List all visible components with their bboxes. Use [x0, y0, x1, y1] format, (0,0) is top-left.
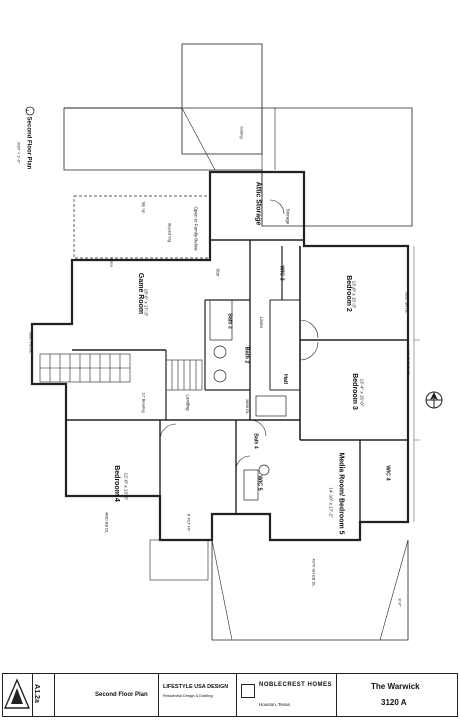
bedroom-2-size: 13'-0" x 15'-3" [351, 280, 357, 309]
designer-cell: LIFESTYLE USA DESIGN Residential Design … [159, 674, 237, 716]
sheet-label: Second Floor Plan [95, 692, 148, 698]
room-attic-storage: Attic Storage [254, 181, 262, 226]
room-bath-4: Bath 4 [252, 433, 259, 449]
plan-scale: 3/16" = 1'-0" [16, 141, 22, 164]
room-bedroom-3: Bedroom 3 [350, 373, 358, 410]
plan-title: Second Floor Plan [25, 116, 32, 170]
note-3050-a: 3050 SH DL [404, 291, 410, 314]
roof-outline-top [181, 43, 263, 155]
room-wic-5: WIC 5 [256, 475, 263, 491]
arrow-dim-label: 8'-0" [397, 598, 403, 607]
designer-sub: Residential Design & Drafting [163, 694, 213, 698]
open-to-below: Open to Family Below [193, 206, 199, 251]
open-below-outline [73, 195, 211, 259]
floor-plan [25, 43, 443, 641]
designer-name: LIFESTYLE USA DESIGN [163, 684, 229, 690]
firm-logo-icon [3, 678, 31, 709]
note-bearing: 12' Bearing [141, 392, 147, 413]
builder-cell: NOBLECREST HOMES Houston, Texas [237, 674, 337, 716]
room-wic-4: WIC 4 [384, 465, 391, 481]
exterior-wall [30, 170, 410, 542]
sheet-cell: A1.2a [33, 674, 55, 716]
north-arrow-fill [430, 392, 438, 400]
sheet-label-cell: Second Floor Plan [55, 674, 159, 716]
detail-bubble-icon [25, 106, 35, 116]
title-block: A1.2a Second Floor Plan LIFESTYLE USA DE… [2, 673, 458, 717]
bedroom-3-size: 13'-4" x 15'-0" [359, 378, 365, 407]
area-label: Area [109, 258, 115, 267]
note-2868: 2868 DL [245, 398, 251, 415]
plan-number: 3120 A [381, 698, 407, 707]
room-wic-3: WIC 3 [278, 265, 285, 281]
builder-logo-icon [241, 684, 255, 698]
staircase [39, 353, 203, 391]
plan-name-cell: The Warwick 3120 A [337, 674, 457, 716]
note-plt-ht-12: 12'-0" PLT HT [405, 350, 411, 375]
logo-cell [3, 674, 33, 716]
roof-outline-bottom [211, 540, 409, 641]
media-room-size: 14'-10" x 17'-2" [328, 487, 334, 518]
sheet-number: A1.2a [32, 684, 40, 703]
note-4070: 4070 SH EB DL [311, 558, 317, 587]
room-bedroom-4: Bedroom 4 [112, 465, 120, 502]
room-media-room: Media Room/ Bedroom 5 [337, 452, 345, 535]
builder-address: Houston, Texas [259, 702, 290, 707]
bath-fixtures [209, 299, 287, 501]
note-slp-up: Slp Up [141, 201, 147, 214]
room-hall: Hall [282, 373, 289, 385]
room-bath-3: Bath 3 [226, 313, 233, 329]
note-ceiling: Ceiling [239, 126, 245, 139]
note-6060: 6060 FG DL [28, 331, 34, 354]
plan-name: The Warwick [371, 682, 420, 691]
detail-number: 1 [25, 109, 31, 112]
porch-outline [149, 539, 209, 581]
landing-label: Landing [185, 394, 191, 411]
bedroom-4-size: 12'-0" x 13'-8" [123, 472, 129, 501]
room-stor: Stor [215, 268, 221, 277]
note-4060: 4060 EB DL [104, 511, 110, 534]
game-room-size: 18'-6" x 17'-3" [143, 288, 149, 317]
room-storage: Storage [285, 208, 291, 225]
builder-name: NOBLECREST HOMES [259, 682, 333, 688]
room-linen: Linen [259, 316, 265, 329]
note-sloped: Sloped Clg [167, 222, 173, 243]
room-bath-2: Bath 2 [243, 346, 250, 364]
roof-outline-upper [63, 107, 413, 227]
door-swings [159, 199, 319, 471]
note-plt-ht-8: 8' PLT HT [186, 513, 192, 532]
